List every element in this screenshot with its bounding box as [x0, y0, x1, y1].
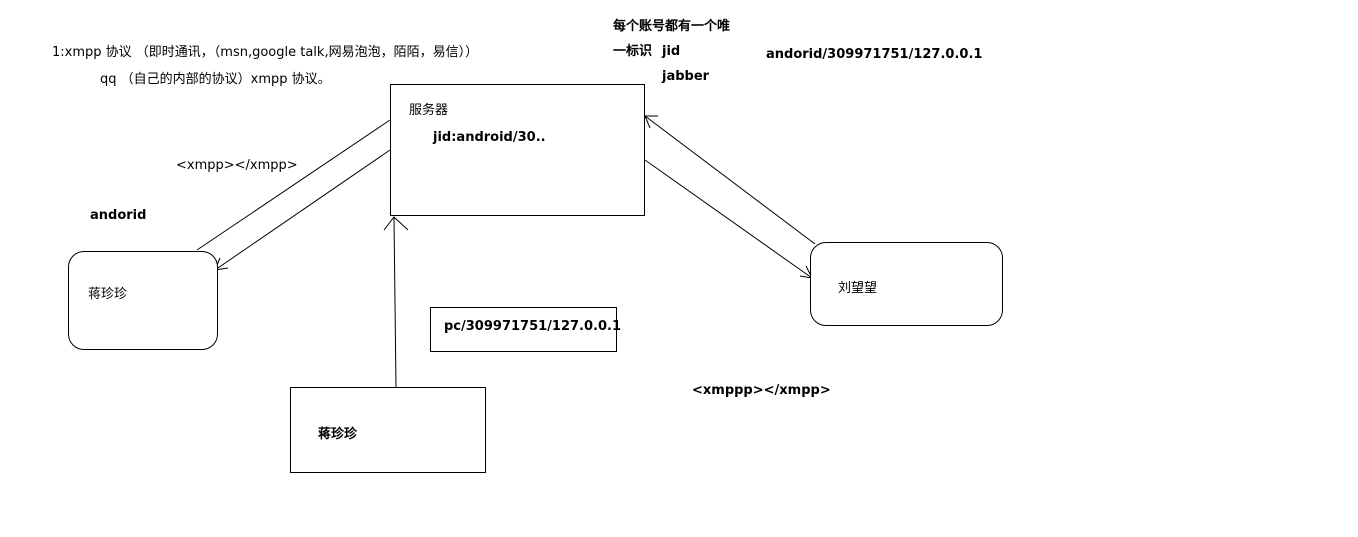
jid-note-line1: 每个账号都有一个唯 — [613, 19, 731, 34]
arrow-android-to-server — [196, 119, 391, 251]
xmpp-tag-right: <xmppp></xmpp> — [692, 383, 831, 398]
right-client-user: 刘望望 — [838, 281, 878, 296]
xmpp-tag-left: <xmpp></xmpp> — [176, 158, 298, 173]
jid-example: andorid/309971751/127.0.0.1 — [766, 47, 983, 62]
arrow-pc-to-server — [393, 217, 397, 388]
android-client-user: 蒋珍珍 — [88, 287, 128, 302]
android-platform-label: andorid — [90, 208, 147, 223]
arrowhead-server-right — [644, 115, 658, 129]
arrow-server-to-android — [214, 149, 391, 271]
server-node: 服务器 jid:android/30.. — [390, 84, 645, 216]
right-client-node: 刘望望 — [810, 242, 1003, 326]
pc-jid-text: pc/309971751/127.0.0.1 — [444, 319, 622, 334]
jid-note-line2: 一标识 — [613, 44, 653, 59]
jid-label: jid — [662, 44, 681, 59]
pc-client-user: 蒋珍珍 — [318, 427, 358, 442]
arrow-server-to-right — [644, 159, 813, 279]
jabber-label: jabber — [662, 69, 710, 84]
pc-client-node: 蒋珍珍 — [290, 387, 486, 473]
android-client-node: 蒋珍珍 — [68, 251, 218, 350]
server-jid: jid:android/30.. — [433, 130, 546, 145]
qq-protocol-note: qq （自己的内部的协议）xmpp 协议。 — [100, 72, 331, 87]
xmpp-protocol-note: 1:xmpp 协议 （即时通讯，（msn,google talk,网易泡泡，陌陌… — [52, 45, 479, 60]
server-title: 服务器 — [409, 103, 449, 118]
arrow-right-to-server — [644, 115, 816, 245]
pc-jid-box: pc/309971751/127.0.0.1 — [430, 307, 621, 352]
arrowhead-pc — [383, 216, 409, 231]
